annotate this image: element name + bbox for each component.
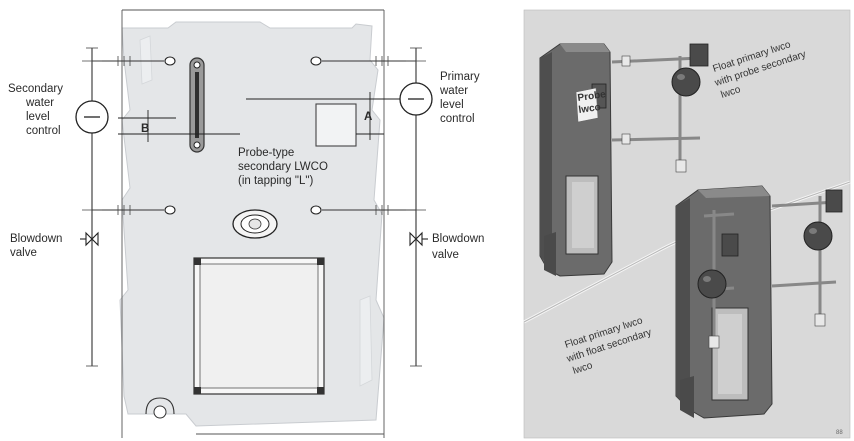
sight-glass [189,57,205,153]
svg-text:(in tapping "L"): (in tapping "L") [238,175,313,187]
svg-text:Probe-type: Probe-type [238,147,294,159]
dim-a-label: A [364,111,372,123]
svg-text:Blowdown: Blowdown [432,233,484,245]
probe-lwco-label: Probe-type secondary LWCO (in tapping "L… [238,147,328,187]
svg-text:valve: valve [432,249,459,261]
top-boiler-section: Probe lwco [539,43,709,277]
dimension-a: A [246,92,400,140]
primary-control-label: Primary water level control [439,71,480,125]
secondary-level-control [75,100,109,134]
bottom-boiler-section [675,185,843,419]
dim-b-label: B [141,123,149,135]
probe-lwco-tag: Probe lwco [575,87,607,123]
blowdown-valve-left-icon [80,231,99,247]
float-ball-top [671,67,701,97]
svg-text:control: control [26,125,61,137]
svg-text:control: control [440,113,475,125]
svg-text:valve: valve [10,247,37,259]
corner-mark: 88 [836,430,843,436]
primary-level-control [399,82,433,116]
window-opening [193,257,325,395]
svg-text:Blowdown: Blowdown [10,233,62,245]
blowdown-valve-right-icon [409,231,428,247]
svg-text:level: level [26,111,50,123]
secondary-control-label: Secondary water level control [8,83,63,137]
svg-text:Primary: Primary [440,71,480,83]
blowdown-right-label: Blowdown valve [432,233,484,261]
probe-tapping-square [315,103,357,147]
svg-text:secondary LWCO: secondary LWCO [238,161,328,173]
float-ball-bottom-left [697,269,727,299]
right-photo: Probe lwco [523,9,851,439]
svg-text:Secondary: Secondary [8,83,63,95]
blowdown-left-label: Blowdown valve [10,233,62,259]
inspection-ring [232,209,278,239]
left-diagram: B A Secondary water level control Primar… [8,9,484,438]
svg-text:level: level [440,99,464,111]
svg-text:lwco: lwco [578,102,602,116]
float-ball-bottom-right [803,221,833,251]
svg-text:water: water [25,97,54,109]
svg-text:water: water [439,85,468,97]
tappings [164,56,322,215]
svg-text:Probe: Probe [577,89,607,104]
dimension-b: B [118,110,240,142]
